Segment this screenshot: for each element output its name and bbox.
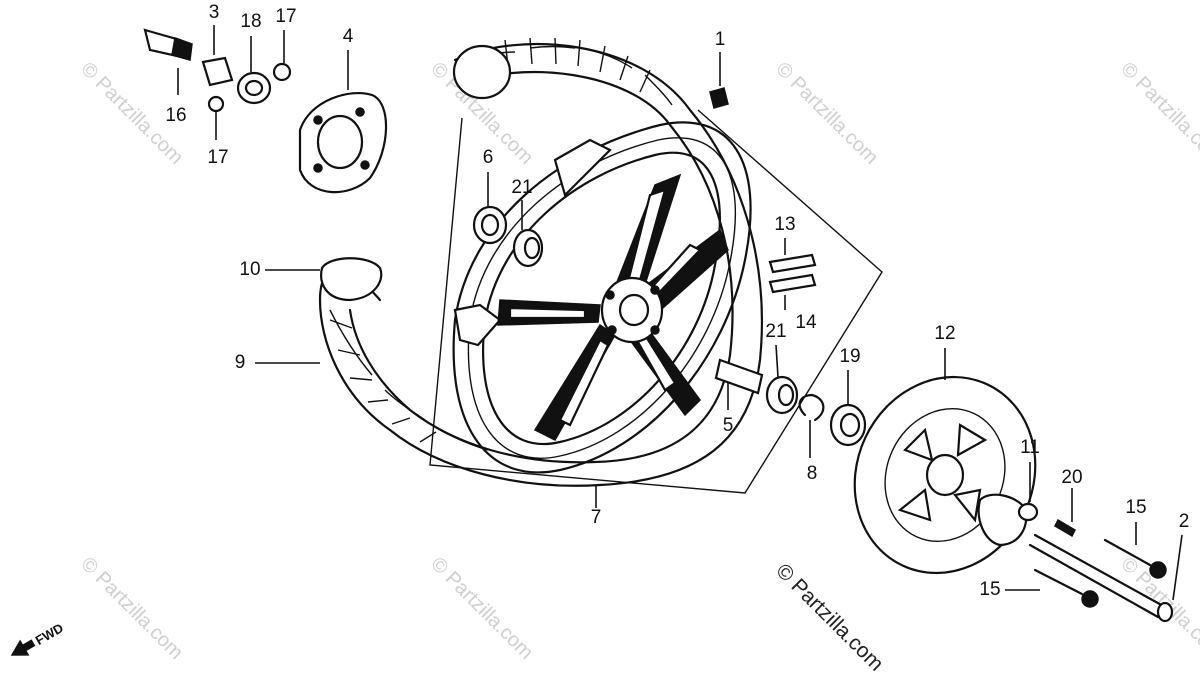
- callout-13: 13: [774, 214, 795, 235]
- part-14-weight: [768, 273, 817, 294]
- callout-17-lower: 17: [207, 147, 228, 168]
- callout-10: 10: [239, 259, 260, 280]
- part-1-clip: [709, 87, 729, 109]
- callout-17-upper: 17: [275, 6, 296, 27]
- callout-19: 19: [839, 346, 860, 367]
- fwd-marker: FWD: [10, 620, 66, 656]
- callout-6: 6: [483, 147, 494, 168]
- part-11-gearbox: [977, 493, 1039, 547]
- part-8-circlip: [798, 393, 825, 422]
- callout-5: 5: [723, 415, 734, 436]
- fwd-label: FWD: [33, 620, 66, 648]
- callout-7: 7: [591, 507, 602, 528]
- callout-21-lower: 21: [765, 321, 786, 342]
- callout-11: 11: [1020, 437, 1040, 458]
- part-15-bolt-lower: [1033, 568, 1099, 608]
- wheel-rim: [452, 121, 752, 474]
- callout-4: 4: [343, 26, 354, 47]
- part-2-axle: [1028, 533, 1174, 623]
- part-4-cover: [298, 91, 388, 194]
- part-13-weight: [768, 253, 817, 274]
- callout-15-lower: 15: [979, 579, 1000, 600]
- watermark: © Partzilla.com: [771, 58, 882, 169]
- part-21-bearing-lower: [765, 375, 799, 415]
- part-18-bearing: [236, 71, 272, 105]
- part-17-nut: [207, 62, 292, 113]
- assembly-bracket: [429, 109, 883, 494]
- callout-18: 18: [240, 11, 261, 32]
- part-20-screw: [1054, 518, 1076, 538]
- watermark: © Partzilla.com: [76, 553, 187, 664]
- part-15-bolt-upper: [1103, 538, 1167, 579]
- watermark: © Partzilla.com: [1116, 58, 1200, 169]
- callout-15-upper: 15: [1125, 497, 1146, 518]
- leader-lines: [177, 25, 1183, 601]
- callout-16: 16: [165, 105, 186, 126]
- part-16-valve: [143, 28, 193, 61]
- tire: [318, 37, 764, 487]
- part-5-collar: [714, 358, 764, 395]
- callout-labels: 1 2 3 4 5 6 7 8 9 10 11 12 13 14 15 15 1…: [165, 2, 1189, 600]
- callout-20: 20: [1061, 467, 1082, 488]
- callout-14: 14: [795, 312, 817, 333]
- callout-12: 12: [934, 323, 955, 344]
- part-19-seal: [829, 403, 867, 447]
- watermark-dark: © Partzilla.com: [771, 559, 887, 673]
- callout-8: 8: [807, 463, 818, 484]
- callout-21-upper: 21: [511, 177, 532, 198]
- wheel-spokes: [497, 173, 729, 441]
- watermark: © Partzilla.com: [426, 553, 537, 664]
- callout-1: 1: [715, 29, 726, 50]
- callout-9: 9: [235, 352, 246, 373]
- part-6-seal: [472, 205, 508, 245]
- part-3-spacer: [201, 56, 234, 87]
- fwd-arrow-icon: [10, 639, 36, 656]
- part-21-bearing-upper: [512, 228, 544, 268]
- callout-3: 3: [209, 2, 220, 23]
- callout-2: 2: [1179, 511, 1190, 532]
- part-10-rim-band: [320, 257, 383, 302]
